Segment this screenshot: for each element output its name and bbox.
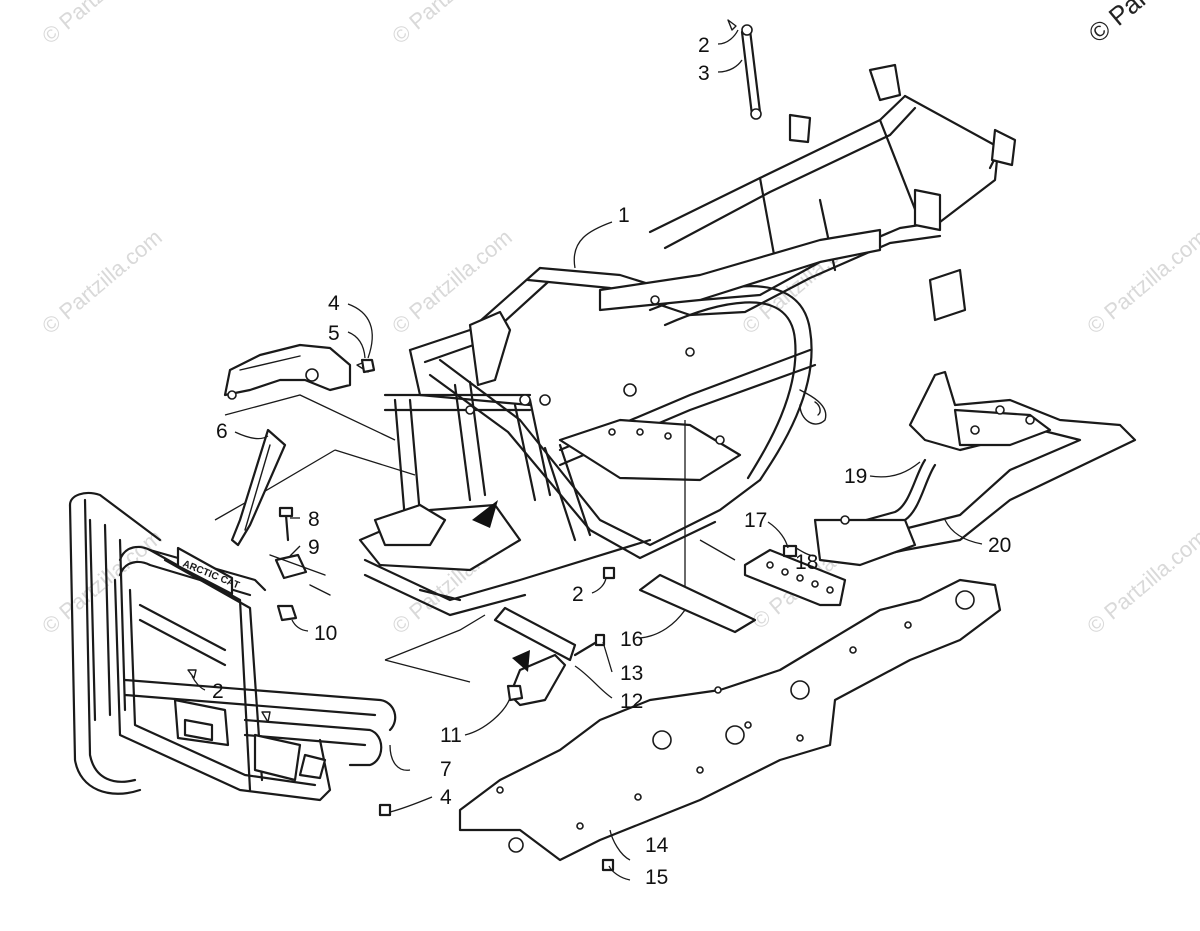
callout-18: 18 xyxy=(795,551,818,574)
callout-17: 17 xyxy=(744,509,767,532)
bolt-4-bottom xyxy=(378,803,392,817)
callout-3: 3 xyxy=(698,62,710,85)
callout-11: 11 xyxy=(440,724,462,747)
arrow-marker xyxy=(472,500,498,528)
watermark: © Partzilla.com xyxy=(387,0,517,49)
main-frame xyxy=(358,63,1017,617)
copyright-text: © Partzilla.com xyxy=(1083,0,1200,49)
bolt-15 xyxy=(601,858,615,872)
callout-2-lower: 2 xyxy=(572,583,584,606)
mounting-bar xyxy=(493,606,606,707)
leader-lines xyxy=(191,29,983,881)
callout-19: 19 xyxy=(844,465,867,488)
watermark: © Partzilla.com xyxy=(37,0,167,49)
callout-14: 14 xyxy=(645,834,669,857)
callout-15: 15 xyxy=(645,866,668,889)
watermark: © Partzilla.com xyxy=(37,224,167,338)
skid-plate xyxy=(458,578,1002,862)
callout-7: 7 xyxy=(440,758,452,781)
callout-5: 5 xyxy=(328,322,340,345)
callout-20: 20 xyxy=(988,534,1011,557)
callout-8: 8 xyxy=(308,508,320,531)
bumper-support-brace xyxy=(230,428,287,547)
callout-6: 6 xyxy=(216,420,228,443)
callout-1: 1 xyxy=(618,204,630,227)
callout-9: 9 xyxy=(308,536,320,559)
callout-10: 10 xyxy=(314,622,337,645)
watermark: © Partzilla.com xyxy=(37,524,167,638)
adjuster-plate xyxy=(743,544,847,607)
hidden-lines xyxy=(214,394,736,683)
watermark-layer: © Partzilla.com © Partzilla.com © Partzi… xyxy=(37,0,1200,639)
callout-12: 12 xyxy=(620,690,643,713)
callout-16: 16 xyxy=(620,628,643,651)
rear-rack-mount xyxy=(813,370,1137,567)
callout-4: 4 xyxy=(328,292,340,315)
watermark: © Partzilla.com xyxy=(1082,224,1200,338)
bolt-2-lower xyxy=(602,566,616,580)
clamp-assembly xyxy=(269,506,331,622)
nut-4-top xyxy=(360,358,376,374)
callout-2: 2 xyxy=(698,34,710,57)
callout-4-bottom: 4 xyxy=(440,786,452,809)
rear-support-strap xyxy=(727,19,762,120)
callout-2-front: 2 xyxy=(212,680,224,703)
watermark: © Partzilla.com xyxy=(1082,524,1200,638)
fasteners xyxy=(360,358,616,872)
callout-labels: 1 2 3 4 5 6 7 8 9 10 11 12 13 14 15 16 1… xyxy=(212,34,1011,889)
left-front-bracket xyxy=(223,343,371,400)
arrow-marker xyxy=(512,650,530,672)
gasket-strip xyxy=(638,573,757,634)
callout-13: 13 xyxy=(620,662,643,685)
